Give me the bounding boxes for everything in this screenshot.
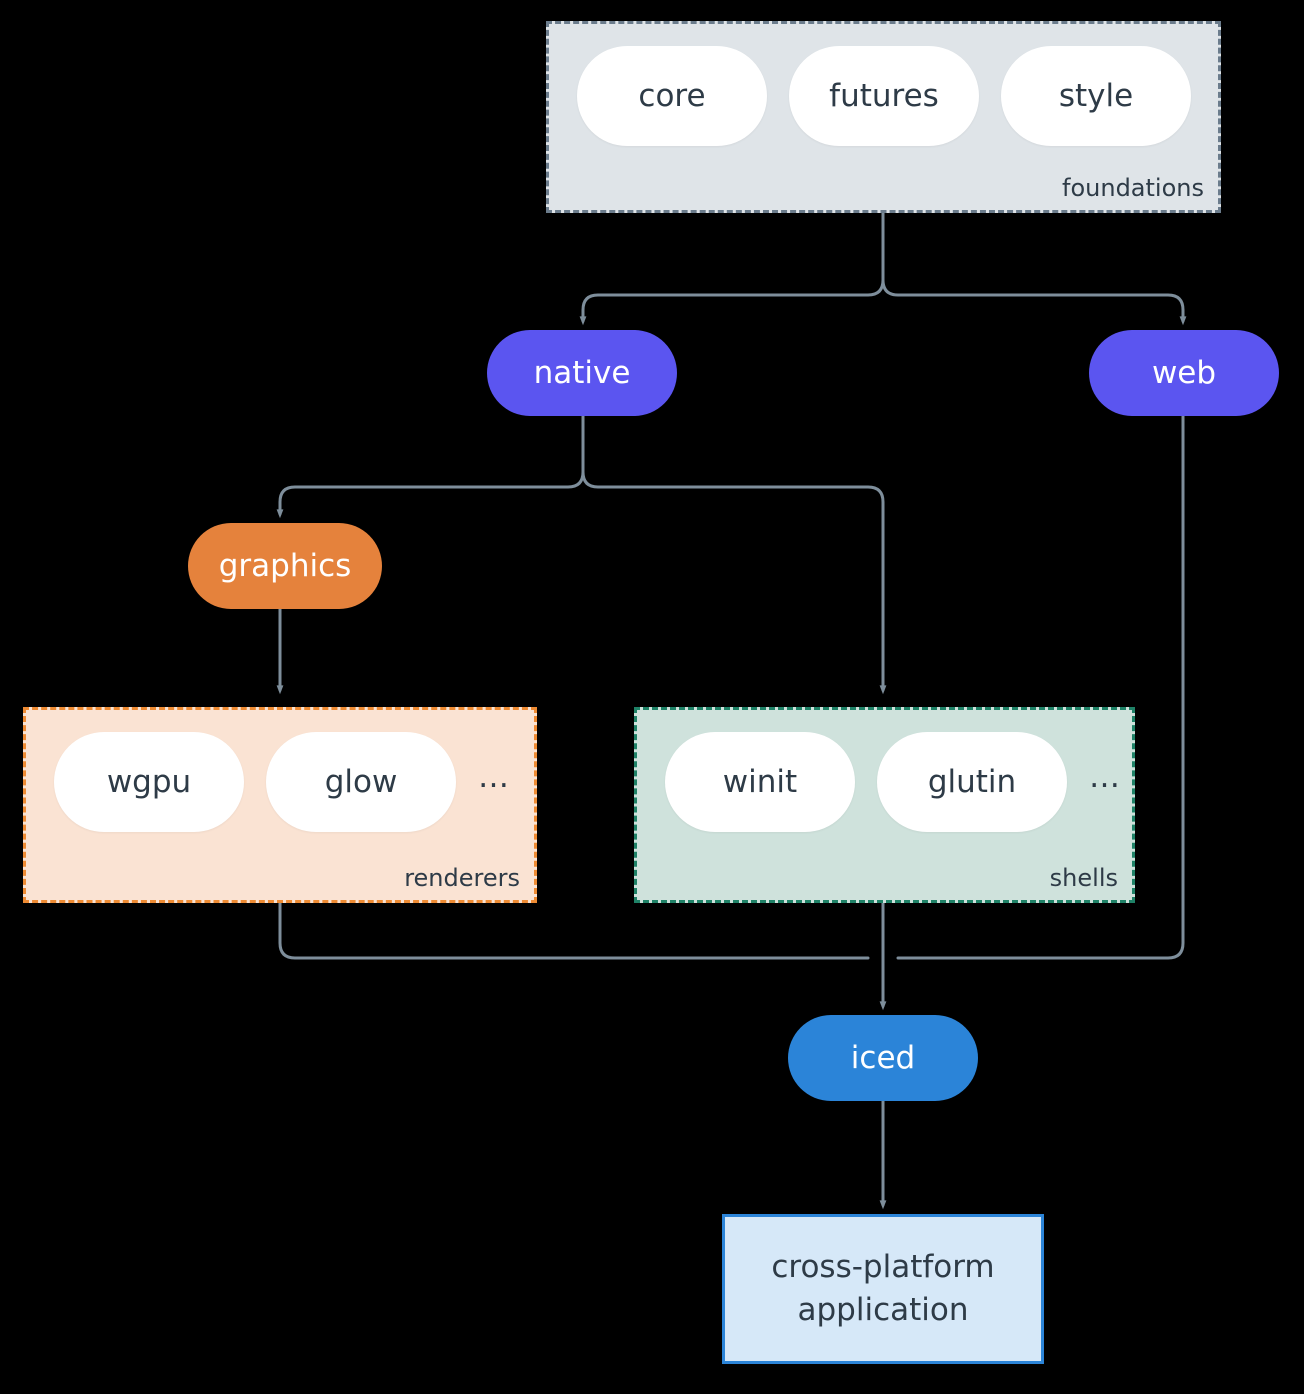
shells-item-glutin[interactable]: glutin — [877, 732, 1067, 832]
application-line-1: cross-platform — [771, 1248, 995, 1285]
edge-foundations-to-native — [579, 278, 885, 326]
renderers-ellipsis: … — [478, 758, 509, 795]
shells-item-row: winit glutin … — [637, 732, 1132, 832]
group-label-renderers: renderers — [404, 864, 520, 892]
group-foundations: core futures style foundations — [546, 21, 1221, 213]
edge-native-to-shells — [581, 470, 887, 695]
edge-renderers-to-merge — [278, 901, 870, 960]
group-renderers: wgpu glow … renderers — [23, 707, 537, 903]
node-graphics[interactable]: graphics — [188, 523, 382, 609]
edge-native-to-graphics — [276, 470, 585, 519]
node-native[interactable]: native — [487, 330, 677, 416]
shells-item-winit[interactable]: winit — [665, 732, 855, 832]
foundations-item-style[interactable]: style — [1001, 46, 1191, 146]
shells-ellipsis: … — [1089, 758, 1120, 795]
edge-foundations-to-web — [881, 278, 1187, 326]
renderers-item-wgpu[interactable]: wgpu — [54, 732, 244, 832]
node-web[interactable]: web — [1089, 330, 1279, 416]
node-cross-platform-application[interactable]: cross-platform application — [722, 1214, 1044, 1364]
renderers-item-row: wgpu glow … — [26, 732, 534, 832]
renderers-item-glow[interactable]: glow — [266, 732, 456, 832]
foundations-item-row: core futures style — [549, 46, 1218, 146]
group-shells: winit glutin … shells — [634, 707, 1135, 903]
application-line-2: application — [797, 1292, 969, 1328]
foundations-item-core[interactable]: core — [577, 46, 767, 146]
group-label-shells: shells — [1049, 864, 1118, 892]
node-iced[interactable]: iced — [788, 1015, 978, 1101]
foundations-item-futures[interactable]: futures — [789, 46, 979, 146]
group-label-foundations: foundations — [1062, 174, 1204, 202]
